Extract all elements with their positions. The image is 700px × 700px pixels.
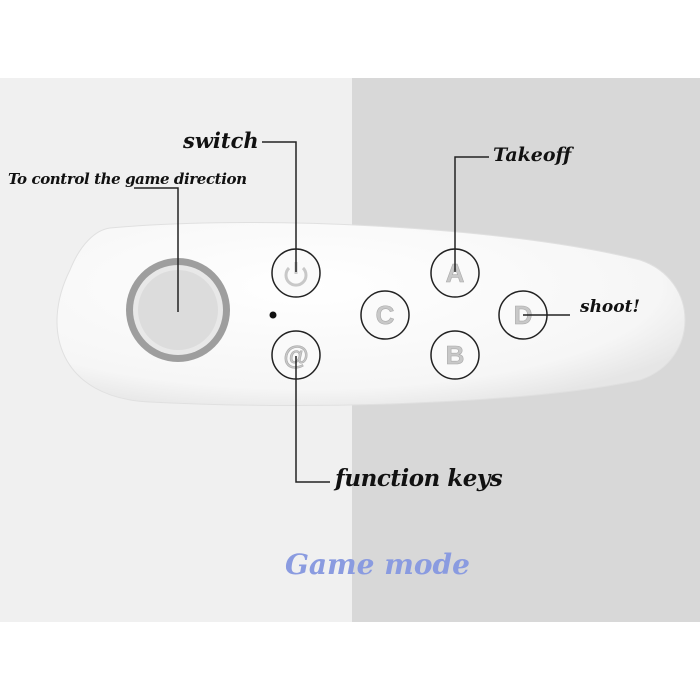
switch-label: switch xyxy=(183,128,259,153)
direction-label: To control the game direction xyxy=(8,170,247,188)
b-button-label: B xyxy=(446,340,465,370)
callout-lines xyxy=(134,141,570,483)
function-keys-label: function keys xyxy=(335,465,503,492)
c-button[interactable] xyxy=(360,290,410,340)
a-button-label: A xyxy=(446,258,465,288)
takeoff-label: Takeoff xyxy=(493,144,572,166)
b-button[interactable] xyxy=(430,330,480,380)
shoot-label: shoot! xyxy=(580,297,640,317)
indicator-led xyxy=(269,311,277,319)
function-button-label: @ xyxy=(283,340,308,370)
caption: Game mode xyxy=(285,548,470,581)
c-button-label: C xyxy=(376,300,395,330)
